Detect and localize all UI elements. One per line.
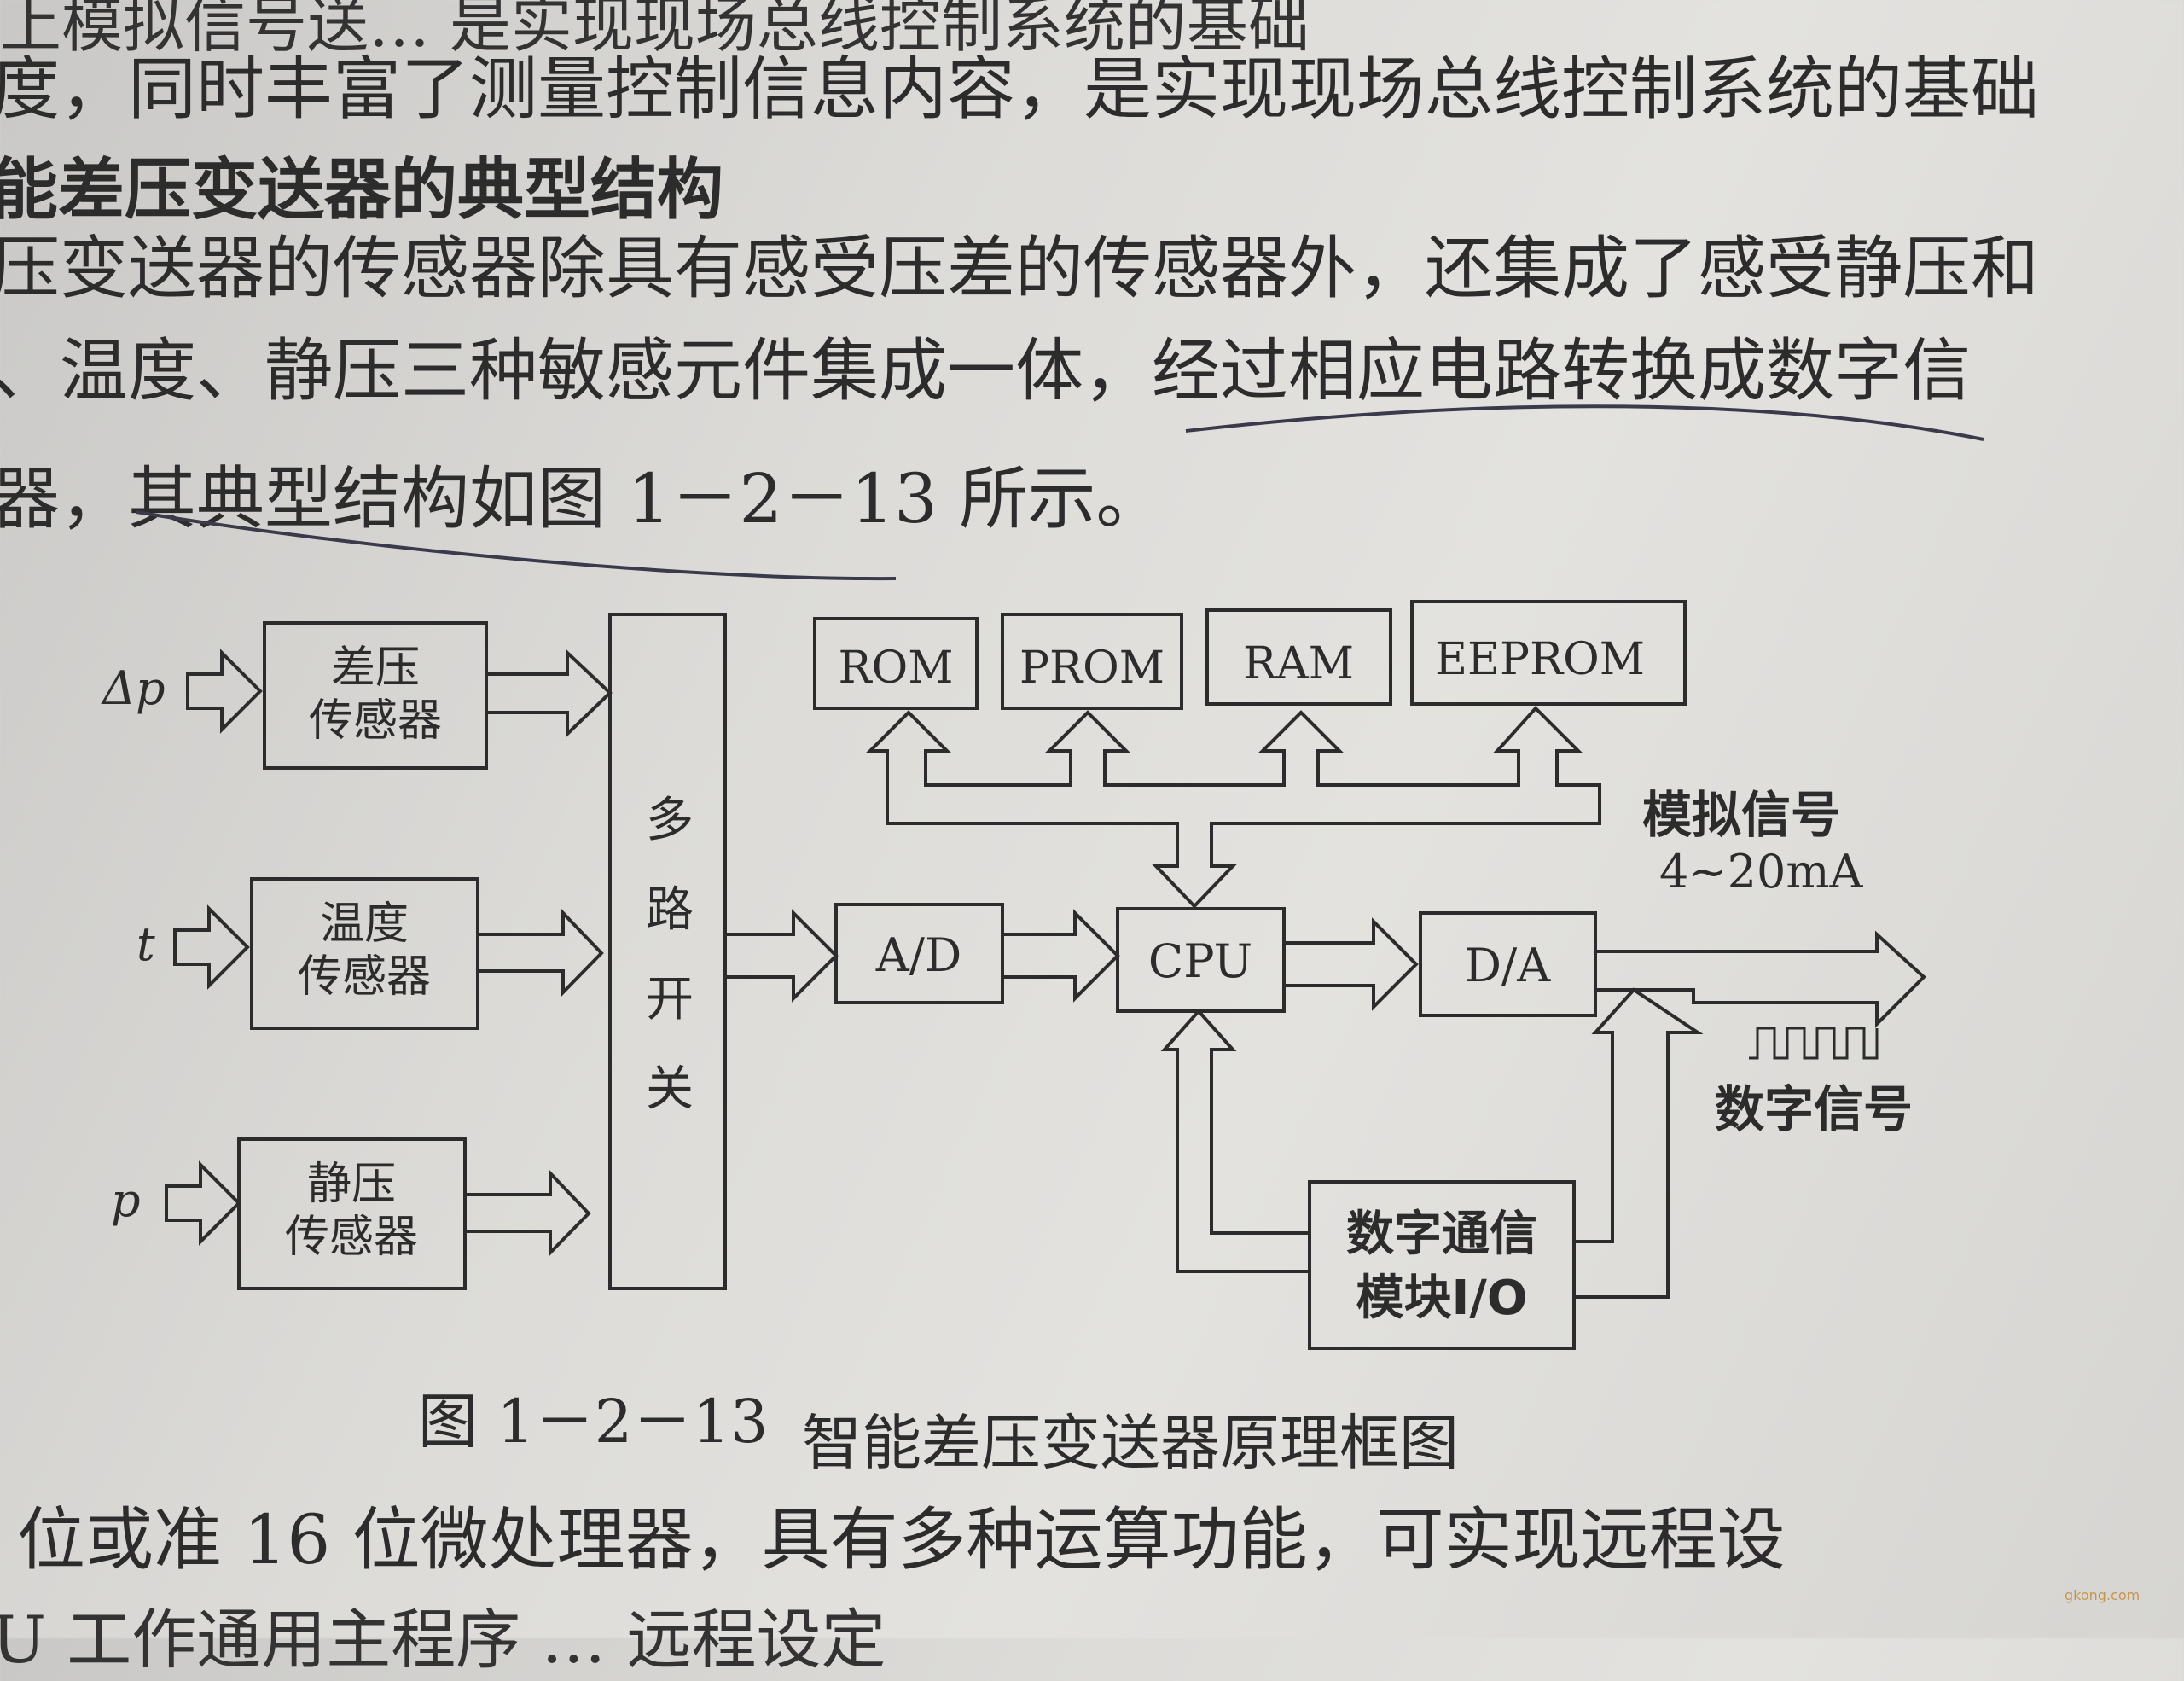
sensor-label-dp-2: 传感器 <box>309 695 442 747</box>
rom-box <box>813 617 979 710</box>
ad-box <box>834 903 1004 1004</box>
text-line-1: 度，同时丰富了测量控制信息内容，是实现现场总线控制系统的基础 <box>0 49 2039 129</box>
arrow-mux-ad <box>725 909 839 1003</box>
sensor-box-t <box>250 877 479 1030</box>
rom-label: ROM <box>838 643 953 694</box>
partial-bottom-line: U 工作通用主程序 … 远程设定 <box>0 1602 886 1678</box>
sensor-box-dp <box>263 621 488 770</box>
comm-module-label-1: 数字通信 <box>1346 1207 1537 1262</box>
sensor-label-t-2: 传感器 <box>298 951 431 1003</box>
arrow-sensor-dp-mux <box>486 649 613 738</box>
digital-waveform <box>1749 1027 1879 1060</box>
sensor-label-dp-1: 差压 <box>331 643 420 694</box>
eeprom-box <box>1410 600 1687 706</box>
input-arrow-dp <box>186 649 263 734</box>
mux-label-1: 多 <box>646 793 694 848</box>
ad-label: A/D <box>875 928 962 982</box>
output-arrow <box>1595 930 1926 1028</box>
arrow-sensor-t-mux <box>478 909 604 997</box>
digital-signal-label: 数字信号 <box>1715 1080 1913 1138</box>
da-label: D/A <box>1465 939 1551 992</box>
eeprom-label: EEPROM <box>1435 634 1645 685</box>
comm-module-label-2: 模块I/O <box>1356 1271 1528 1326</box>
prom-label: PROM <box>1019 643 1165 694</box>
arrow-comm-output <box>1574 987 1704 1299</box>
partial-top-line: 上模拟信号送… 是实现现场总线控制系统的基础 <box>0 0 1310 61</box>
block-diagram: Δp t p 差压 传感器 温度 传感器 静压 传感器 多 路 开 关 A/D … <box>101 404 1984 1478</box>
sensor-box-p <box>237 1137 467 1290</box>
sensor-label-p-1: 静压 <box>307 1159 396 1210</box>
arrow-sensor-p-mux <box>465 1169 591 1257</box>
ram-box <box>1205 608 1392 706</box>
ram-label: RAM <box>1243 638 1354 689</box>
mux-box <box>608 613 727 1290</box>
input-label-t: t <box>136 917 155 971</box>
text-line-6: 位或准 16 位微处理器，具有多种运算功能，可实现远程设 <box>17 1500 1786 1579</box>
input-arrow-t <box>173 904 250 990</box>
input-label-p: p <box>111 1173 141 1227</box>
arrow-comm-cpu <box>1160 1008 1310 1273</box>
figure-caption-title: 智能差压变送器原理框图 <box>802 1408 1459 1478</box>
text-line-3: 压变送器的传感器除具有感受压差的传感器外，还集成了感受静压和 <box>0 229 2039 308</box>
text-line-5: 器，其典型结构如图 1－2－13 所示。 <box>0 459 1165 538</box>
text-line-4: 、温度、静压三种敏感元件集成一体，经过相应电路转换成数字信 <box>0 331 1971 410</box>
input-label-dp: Δp <box>101 661 166 715</box>
mux-label-3: 开 <box>646 972 694 1027</box>
da-box <box>1419 911 1597 1017</box>
sensor-label-p-2: 传感器 <box>285 1212 418 1263</box>
comm-module-box <box>1308 1180 1576 1350</box>
pen-underline-1 <box>1185 404 1984 441</box>
mux-label-2: 路 <box>646 882 694 938</box>
analog-signal-label: 模拟信号 <box>1642 786 1840 844</box>
input-arrow-p <box>165 1160 241 1246</box>
prom-box <box>1001 613 1183 710</box>
mux-label-4: 关 <box>646 1062 694 1117</box>
arrow-cpu-da <box>1284 917 1419 1011</box>
sensor-label-t-1: 温度 <box>320 899 409 950</box>
arrow-ad-cpu <box>1002 909 1120 1003</box>
watermark-logo: gkong.com <box>2065 1587 2140 1603</box>
figure-caption-number: 图 1－2－13 <box>418 1387 768 1457</box>
analog-range-label: 4~20mA <box>1659 845 1864 899</box>
memory-bus-outline <box>866 706 1601 909</box>
pen-underline-2 <box>136 510 897 581</box>
cpu-label: CPU <box>1148 934 1252 988</box>
section-heading: 能差压变送器的典型结构 <box>0 152 724 229</box>
